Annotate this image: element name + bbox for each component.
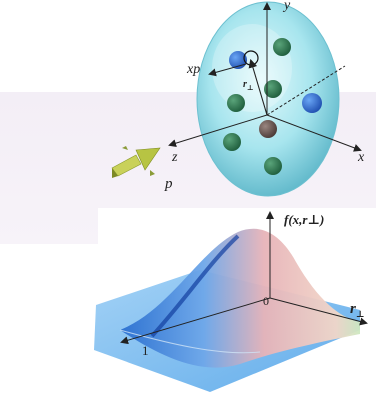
distribution-surface bbox=[94, 228, 360, 392]
f-function-label: f(x,r⊥) bbox=[284, 212, 325, 227]
surface-fold bbox=[119, 329, 261, 354]
quark-green-mid bbox=[264, 80, 282, 98]
y-axis-label: y bbox=[284, 0, 291, 13]
r-perp-subscript: ⊥ bbox=[246, 84, 254, 92]
surface-ridge bbox=[150, 234, 240, 338]
p-label: p bbox=[165, 176, 173, 192]
quark-green-bottom bbox=[264, 157, 282, 175]
x-axis-label: x bbox=[358, 150, 365, 165]
quark-green-upper bbox=[273, 38, 291, 56]
r-perp-vector bbox=[248, 58, 268, 116]
r-axis-subscript: ⊥ bbox=[355, 309, 365, 319]
x-one-tick-label: 1 bbox=[142, 343, 149, 358]
r-perp-letter: r bbox=[243, 79, 247, 90]
quark-green-left bbox=[227, 94, 245, 112]
quark-brown bbox=[259, 120, 277, 138]
surface-hill bbox=[120, 228, 360, 368]
z-axis-label: z bbox=[172, 150, 178, 165]
sphere-sheen bbox=[212, 24, 292, 112]
z-axis bbox=[168, 114, 268, 148]
xp-label: xp bbox=[187, 62, 201, 77]
quark-blue-right bbox=[302, 93, 322, 113]
quark-green-lower bbox=[223, 133, 241, 151]
origin-tick-label: 0 bbox=[263, 294, 269, 308]
r-perp-label: r⊥ bbox=[243, 79, 254, 92]
xp-arrow bbox=[208, 63, 247, 77]
r-axis-label: r⊥ bbox=[350, 301, 364, 320]
diagonal-axis bbox=[266, 65, 346, 116]
momentum-arrow-icon bbox=[111, 146, 161, 178]
x-axis bbox=[266, 114, 362, 152]
r-axis bbox=[269, 297, 368, 326]
r-axis-letter: r bbox=[350, 301, 356, 317]
x-axis-lower bbox=[120, 297, 271, 345]
